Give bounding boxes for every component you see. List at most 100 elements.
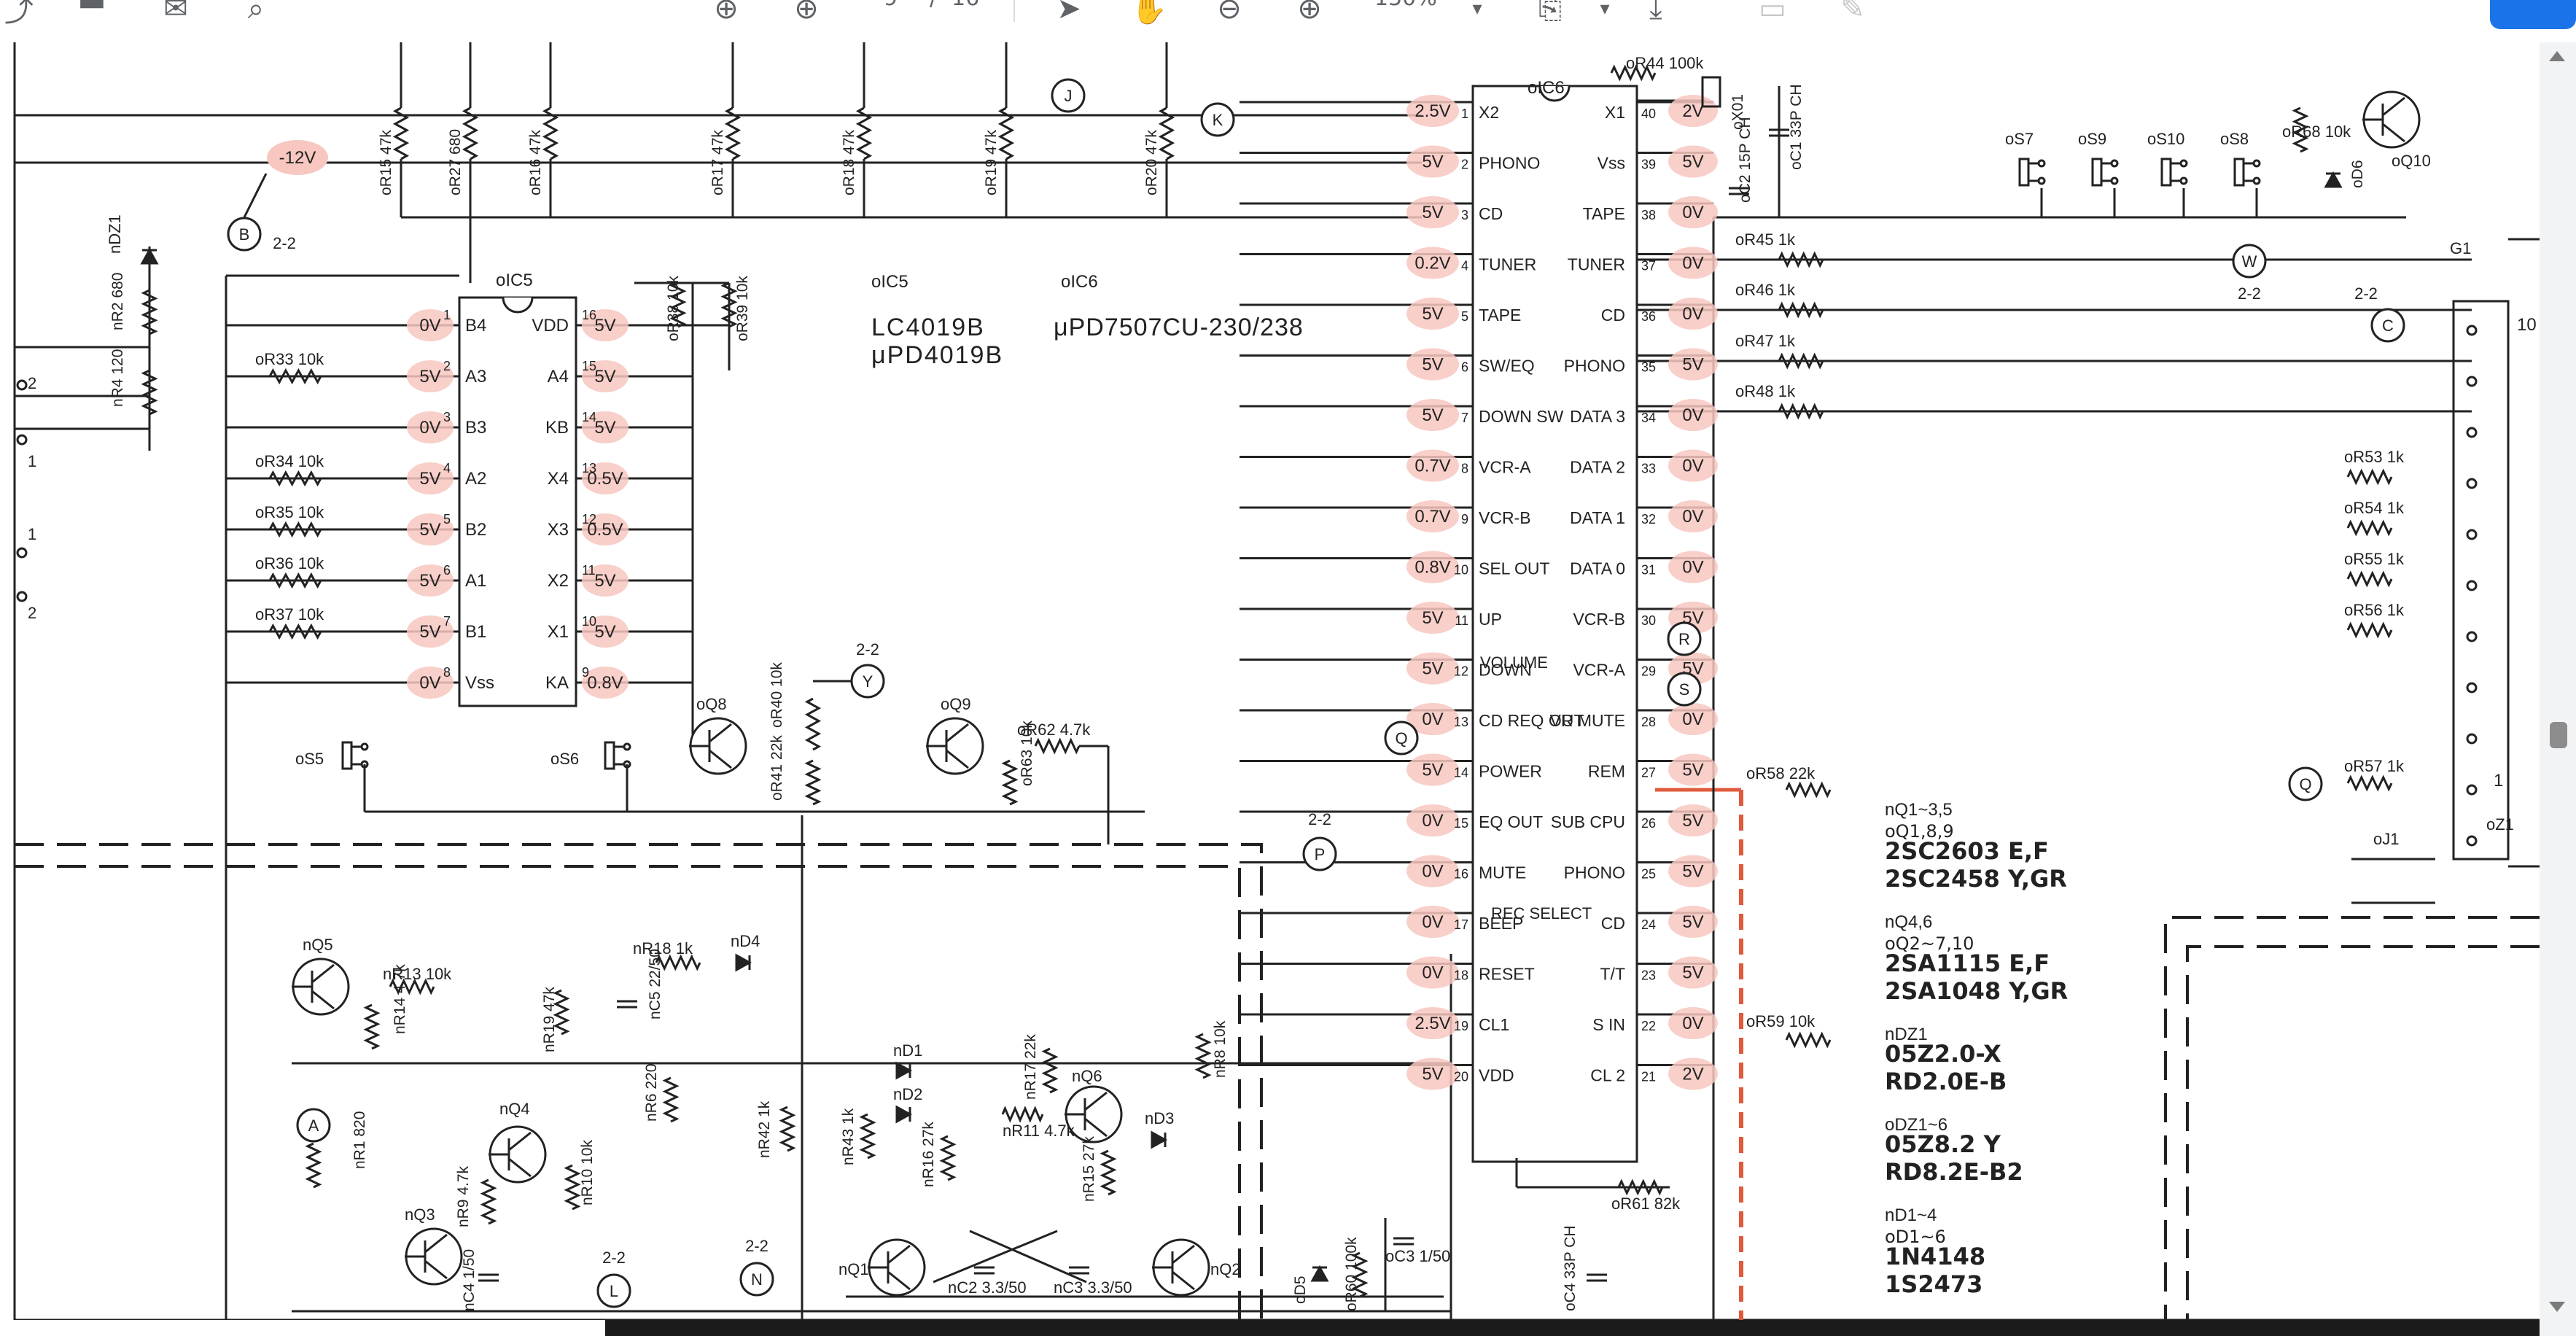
ic5-pin-name: KA	[545, 673, 569, 693]
ic6-pin-voltage: 0V	[1422, 811, 1443, 831]
resistor-label: oR57 1k	[2344, 757, 2405, 775]
resistor-label: nR2 680	[109, 273, 126, 330]
ic5-pin-number: 4	[443, 461, 451, 475]
select-icon[interactable]: ➤	[1057, 0, 1081, 26]
ic6-pin-number: 27	[1641, 766, 1656, 780]
zoom-out-icon[interactable]: ⊖	[1217, 0, 1242, 26]
diode	[2324, 171, 2343, 188]
wire	[2382, 123, 2405, 143]
resistor-label: nR14 4.7k	[392, 964, 408, 1034]
ic5-pin-voltage: 0.5V	[587, 469, 623, 489]
pan-icon[interactable]: ✋	[1131, 0, 1167, 26]
tools-icon[interactable]: ⎘	[1538, 0, 1562, 26]
connector-ref-letter: L	[610, 1282, 618, 1300]
wire	[709, 749, 732, 769]
ic6-chip-label: oIC6	[1528, 78, 1565, 98]
capacitor-label: oC4 33P CH	[1562, 1225, 1579, 1311]
connector-pin	[2466, 580, 2478, 591]
ic-notch	[502, 297, 534, 314]
zoom-in-icon[interactable]: ⊕	[1297, 0, 1322, 26]
resistor	[553, 989, 570, 1036]
mail-icon[interactable]: ✉	[163, 0, 188, 26]
wire	[946, 749, 969, 769]
switch-contact	[2110, 176, 2119, 185]
resistor	[1041, 1047, 1059, 1094]
ic5-pin-number: 14	[582, 410, 596, 424]
vertical-scrollbar[interactable]	[2540, 42, 2576, 1336]
draw-icon[interactable]: ✎	[1840, 0, 1865, 26]
dashed-border	[15, 865, 1241, 1320]
tools-dropdown-icon[interactable]: ▾	[1600, 0, 1610, 20]
ic6-pin-voltage: 0.7V	[1415, 457, 1450, 476]
ic5-pin-name: X2	[548, 571, 569, 591]
comment-icon[interactable]: ▭	[1759, 0, 1786, 26]
page-current-input[interactable]: 9	[884, 0, 898, 11]
resistor-label: oR48 1k	[1735, 382, 1796, 400]
connector-ref-letter: R	[1678, 630, 1690, 648]
ic5-chip-label: oIC5	[496, 271, 533, 290]
voltage-highlight	[1406, 196, 1459, 228]
ic6-pin-name: SUB CPU	[1551, 812, 1625, 831]
ic6-pin-number: 32	[1641, 512, 1656, 527]
resistor	[1778, 352, 1824, 370]
ic6-pin-voltage: 2.5V	[1415, 1014, 1450, 1033]
resistor	[2346, 519, 2393, 537]
ic-notch	[1538, 85, 1571, 102]
dashed-border	[15, 843, 1263, 1320]
voltage-highlight	[1668, 703, 1718, 735]
resistor-label: oR59 10k	[1746, 1012, 1816, 1030]
resistor-label: nR4 120	[109, 349, 126, 407]
voltage-highlight	[407, 513, 454, 545]
scroll-down-arrow[interactable]	[2549, 1302, 2565, 1312]
switch	[2160, 158, 2172, 187]
diode-label: oD6	[2349, 160, 2366, 188]
connector-label: G1	[2450, 239, 2471, 257]
resistor-label: nR13 10k	[383, 965, 452, 983]
scrollbar-thumb[interactable]	[2550, 722, 2567, 748]
ic6-pin-number: 15	[1454, 816, 1468, 831]
connector-pin	[2466, 325, 2478, 336]
prev-page-icon[interactable]: ⊕	[714, 0, 739, 26]
zoom-icon[interactable]: ⌕	[247, 0, 265, 26]
ic5-pin-number: 3	[443, 410, 451, 424]
voltage-highlight	[1406, 1007, 1459, 1039]
scroll-up-arrow[interactable]	[2549, 51, 2565, 61]
voltage-highlight	[582, 564, 629, 597]
share-button[interactable]	[2490, 0, 2576, 29]
resistor	[1785, 781, 1832, 799]
resistor	[804, 697, 822, 751]
ic6-pin-voltage: 0.7V	[1415, 507, 1450, 527]
upload-icon[interactable]: ⤴	[4, 0, 34, 28]
resistor	[720, 281, 738, 328]
connector-label: oZ1	[2486, 815, 2514, 834]
ic6-pin-voltage: 0V	[1682, 457, 1703, 476]
connector-ref	[2370, 308, 2405, 343]
ic6-pin-voltage: 0V	[1682, 1014, 1703, 1033]
parts-value: RD8.2E-B2	[1885, 1158, 2023, 1186]
connector-ref	[596, 1273, 631, 1308]
voltage-highlight	[1406, 145, 1459, 178]
resistor	[2346, 621, 2393, 639]
resistor-label: oR34 10k	[255, 452, 324, 470]
resistor	[1001, 1106, 1044, 1123]
switch-contact	[2252, 176, 2261, 185]
connector-ref	[1384, 721, 1419, 756]
resistor-label: oR54 1k	[2344, 499, 2405, 517]
resistor	[1778, 403, 1824, 420]
diode-label: nDZ1	[106, 214, 124, 254]
edge-label: 2	[28, 604, 36, 622]
resistor-label: oR45 1k	[1735, 230, 1796, 249]
print-icon[interactable]: ▀	[80, 0, 104, 26]
ic6-pin-name: PHONO	[1564, 863, 1625, 882]
ic6-pin-number: 18	[1454, 968, 1468, 983]
zoom-dropdown-icon[interactable]: ▾	[1472, 0, 1482, 20]
zoom-level[interactable]: 150%	[1374, 0, 1437, 11]
resistor	[389, 978, 435, 995]
download-icon[interactable]: ⤓	[1649, 0, 1662, 26]
voltage-highlight	[1668, 855, 1718, 888]
ic6-pin-name: EQ OUT	[1479, 812, 1543, 831]
ic6-pin-number: 1	[1461, 106, 1468, 121]
ic6-pin-name: VCR-A	[1479, 458, 1531, 477]
next-page-icon[interactable]: ⊕	[794, 0, 819, 26]
ic6-pin-voltage: 5V	[1682, 862, 1703, 882]
